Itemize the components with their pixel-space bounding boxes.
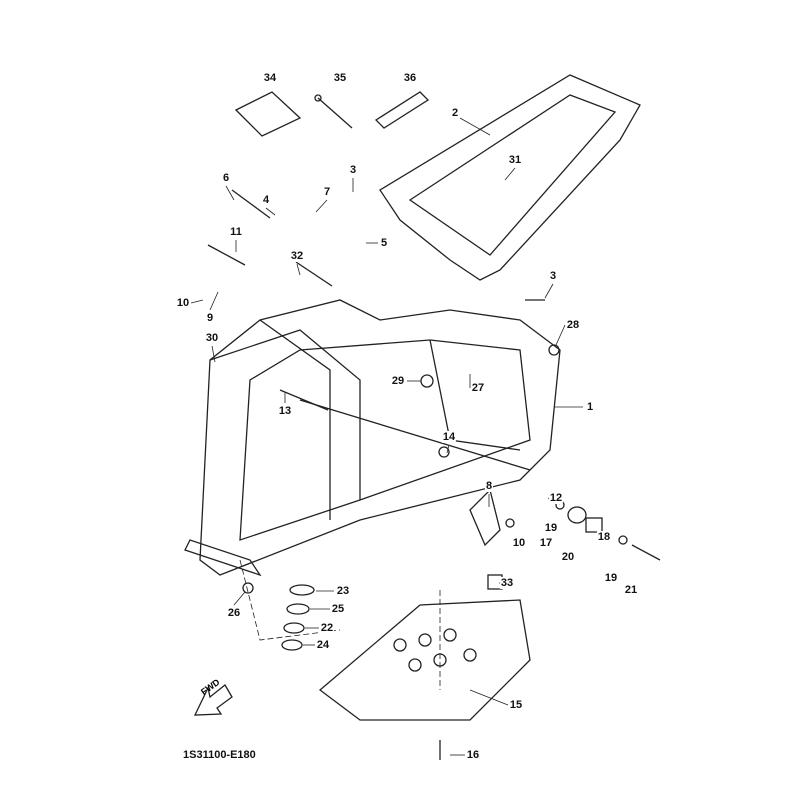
- callout-14: 14: [441, 431, 457, 443]
- callout-30: 30: [204, 332, 220, 344]
- callout-5: 5: [379, 237, 389, 249]
- callout-16: 16: [465, 749, 481, 761]
- callout-20: 20: [560, 551, 576, 563]
- callout-10: 10: [175, 297, 191, 309]
- callout-22: 22: [319, 622, 335, 634]
- callout-13: 13: [277, 405, 293, 417]
- callout-28: 28: [565, 319, 581, 331]
- callout-4: 4: [261, 194, 271, 206]
- callout-25: 25: [330, 603, 346, 615]
- callout-18: 18: [596, 531, 612, 543]
- callout-29: 29: [390, 375, 406, 387]
- small-parts: [207, 189, 661, 760]
- callout-21: 21: [623, 584, 639, 596]
- callout-33: 33: [499, 577, 515, 589]
- callout-34: 34: [262, 72, 278, 84]
- callout-3: 3: [348, 164, 358, 176]
- callout-11: 11: [229, 226, 243, 238]
- callout-27: 27: [470, 382, 486, 394]
- callout-15: 15: [508, 699, 524, 711]
- part-2-rear-frame: [379, 74, 641, 281]
- callout-36: 36: [402, 72, 418, 84]
- part-34-pad: [234, 91, 302, 137]
- callout-31: 31: [507, 154, 523, 166]
- callout-2: 2: [450, 107, 460, 119]
- callout-23: 23: [335, 585, 351, 597]
- leader-lines: [190, 117, 583, 756]
- callout-19: 19: [543, 522, 559, 534]
- callout-19b: 19: [603, 572, 619, 584]
- callout-1: 1: [585, 401, 595, 413]
- callout-6: 6: [221, 172, 231, 184]
- callout-7: 7: [322, 186, 332, 198]
- callout-17: 17: [538, 537, 554, 549]
- callout-8: 8: [484, 480, 494, 492]
- part-15-skid-plate: [318, 599, 531, 721]
- part-36-strap: [374, 91, 430, 129]
- part-35-pin: [314, 94, 353, 129]
- part-code: 1S31100-E180: [183, 749, 256, 761]
- callout-3b: 3: [548, 270, 558, 282]
- part-1-main-frame: [184, 299, 561, 577]
- callout-9: 9: [205, 312, 215, 324]
- callout-10b: 10: [511, 537, 527, 549]
- callout-24: 24: [315, 639, 331, 651]
- callout-32: 32: [289, 250, 305, 262]
- callout-26: 26: [226, 607, 242, 619]
- fwd-arrow-icon: [193, 684, 233, 716]
- callout-12: 12: [548, 492, 564, 504]
- callout-35: 35: [332, 72, 348, 84]
